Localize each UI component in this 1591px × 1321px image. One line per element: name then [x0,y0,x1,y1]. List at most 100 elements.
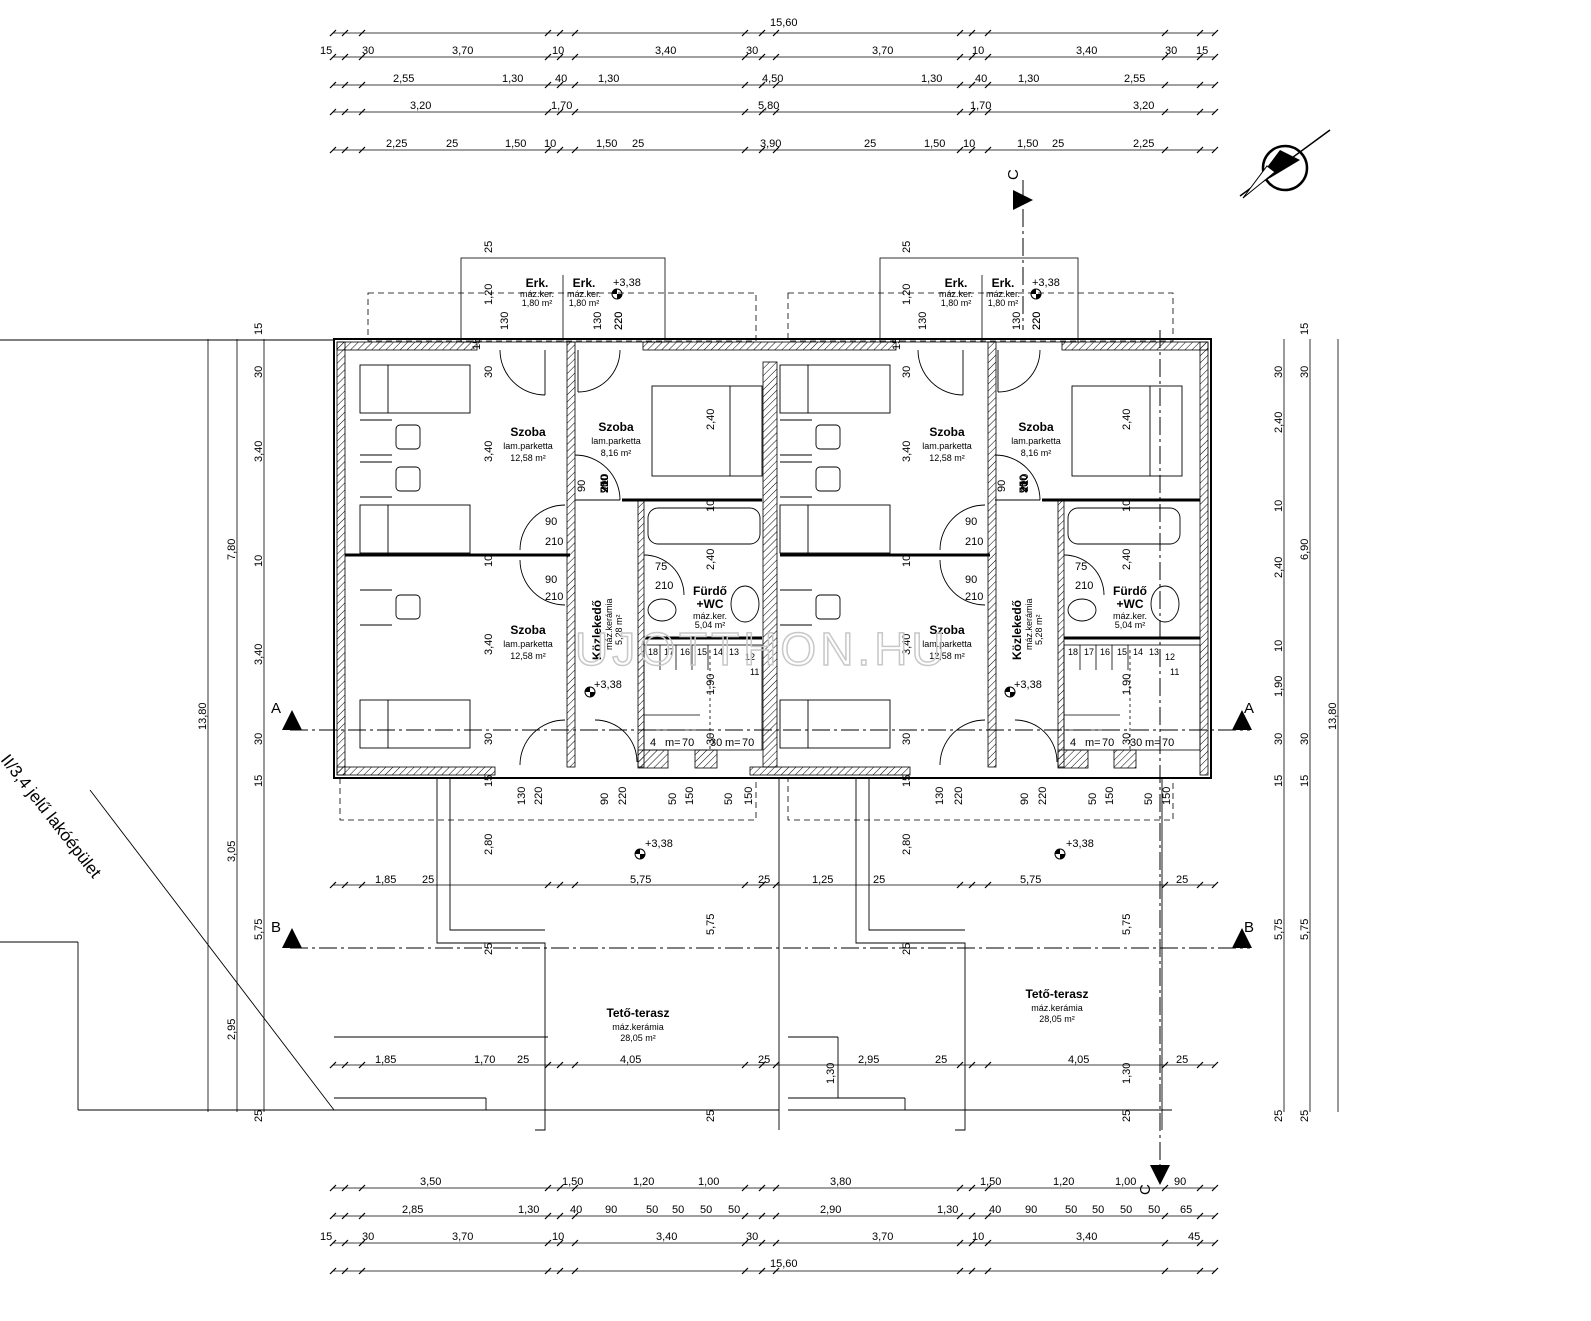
room-szoba-1-name: Szoba [510,425,546,439]
dim-misc-6: 15 [471,338,483,350]
room-szoba-6-floor: lam.parketta [922,639,972,649]
dim-r3-0: 3,20 [410,100,431,112]
dim-misc-r-0: 25 [901,241,913,253]
dim-misc-35: 15 [483,775,495,787]
dim-misc-r-5: 220 [1031,312,1043,330]
room-szoba-2-area: 8,16 m² [601,448,632,458]
stair-mark-1: m= [665,737,681,749]
dim-ra-7: 15 [1273,775,1285,787]
room-szoba-6-name: Szoba [929,623,965,637]
svg-text:+3,38: +3,38 [1032,277,1060,289]
room-erk-3-name: Erk. [945,276,968,290]
dim-misc-26: 25 [483,943,495,955]
dim-r1-7: 10 [972,45,984,57]
corridor-labels: Közlekedő máz.kerámia 5,28 m² Közlekedő … [590,598,1044,660]
dim-t1-6: 5,75 [1020,874,1041,886]
room-terasz-1-area: 28,05 m² [620,1033,656,1043]
level-marker-4: +3,38 [1004,679,1042,698]
dim-misc-29: 1,30 [825,1063,837,1084]
dim-r1-1: 30 [362,45,374,57]
dim-misc-24: 150 [743,787,755,805]
dim-misc-15: 210 [599,475,611,493]
dim-misc-r-27: 5,75 [1121,914,1133,935]
dim-misc-r-18: 220 [953,787,965,805]
dim-b2-0: 2,85 [402,1204,423,1216]
door-size-v-2: 90 [996,480,1008,492]
terrace-outlines [334,778,1172,1131]
room-furdo-2-name-2: +WC [1117,597,1144,611]
section-c-bottom-marker [1150,1165,1170,1185]
dim-r1-3: 10 [552,45,564,57]
room-szoba-4-floor: lam.parketta [922,441,972,451]
level-marker-1: +3,38 [611,277,641,300]
room-furdo-1-name-2: +WC [697,597,724,611]
dim-right-outer: 13,80 [1327,702,1339,730]
dim-t1-3: 25 [758,874,770,886]
dim-b2-3: 90 [605,1204,617,1216]
dim-b2-1: 1,30 [518,1204,539,1216]
stair-number-4: 14 [713,647,723,657]
dim-b3-6: 3,70 [872,1231,893,1243]
dim-misc-r-30: 2,40 [1121,409,1133,430]
dim-r4-1: 25 [446,138,458,150]
dim-b2-6: 50 [700,1204,712,1216]
dim-r1-2: 3,70 [452,45,473,57]
dim-misc-r-31: 10 [1121,500,1133,512]
dim-b3-1: 30 [362,1231,374,1243]
dim-b3-7: 10 [972,1231,984,1243]
stair-mark-4: m= [725,737,741,749]
dim-misc-23: 50 [723,793,735,805]
dim-misc-21: 50 [667,793,679,805]
dim-misc-3: 220 [613,312,625,330]
dim-misc-7: 30 [483,366,495,378]
dim-b2-4: 50 [646,1204,658,1216]
dim-ra-8: 5,75 [1273,919,1285,940]
dim-t2-8: 25 [1176,1054,1188,1066]
stair-mark-r-4: m= [1145,737,1161,749]
svg-text:+3,38: +3,38 [1066,838,1094,850]
dim-r3-3: 1,70 [970,100,991,112]
stair-number-3: 15 [697,647,707,657]
dim-misc-27: 5,75 [705,914,717,935]
stair-number-r-6: 12 [1165,652,1175,662]
dim-t2-1: 1,70 [474,1054,495,1066]
dim-li-2: 3,40 [253,441,265,462]
section-a-right-label: A [1244,700,1254,717]
section-a-right-marker [1232,710,1252,730]
dim-r2-2: 40 [555,73,567,85]
dim-left-outer: 13,80 [197,702,209,730]
room-furdo-1-area: 5,04 m² [695,620,726,630]
dim-r1-4: 3,40 [655,45,676,57]
side-dimensions [207,339,1339,1272]
dim-r3-2: 5,80 [758,100,779,112]
stair-number-r-5: 13 [1149,647,1159,657]
building-walls [333,338,1212,779]
dim-misc-13: 210 [599,475,611,493]
room-labels: Erk. máz.ker. 1,80 m² Erk. máz.ker. 1,80… [503,276,1147,1043]
dim-misc-r-13: 210 [1018,475,1030,493]
dim-b1-5: 1,50 [980,1176,1001,1188]
neighbour-building-outline [0,339,335,1111]
dim-ro-0: 13,80 [1327,702,1339,730]
room-terasz-1-floor: máz.kerámia [612,1022,664,1032]
dim-t2-7: 4,05 [1068,1054,1089,1066]
dim-misc-r-34: 30 [1121,733,1133,745]
dim-ra-5: 1,90 [1273,676,1285,697]
dim-misc-14: 90 [599,481,611,493]
dim-misc-r-20: 220 [1037,787,1049,805]
room-furdo-2-area: 5,04 m² [1115,620,1146,630]
stair-mark-r-0: 4 [1070,737,1076,749]
dim-misc-1: 1,20 [483,284,495,305]
dim-t2-5: 2,95 [858,1054,879,1066]
door-size-6: 90 [965,516,977,528]
dim-misc-37: 10 [483,555,495,567]
dim-rb-4: 15 [1299,775,1311,787]
door-size-11: 210 [1075,580,1093,592]
door-size-v-1: 210 [599,474,611,492]
stair-mark-r-3: 30 [1130,737,1142,749]
